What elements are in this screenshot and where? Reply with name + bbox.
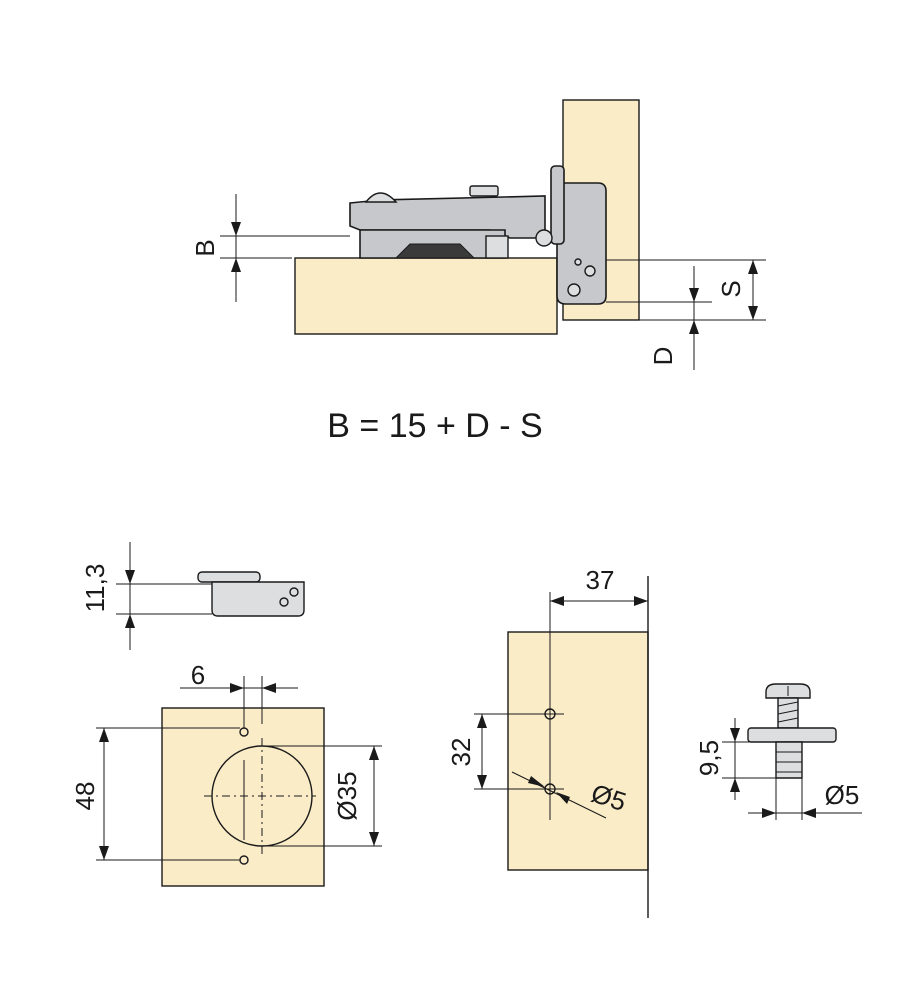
offset-label: 6 [191,660,205,690]
screw-diameter-arrow-left [762,808,776,818]
plate-drilling-pattern: 37 32 Ø5 [446,565,649,918]
plate-screw-hole-1 [584,265,596,277]
plate-side-view: 11,3 [80,542,305,650]
s-label: S [716,280,746,297]
screw-diameter-arrow-right [802,808,816,818]
s-arrow-bottom [748,306,758,320]
screw-detail: 9,5 Ø5 [694,683,862,820]
height-arrow-top [125,570,135,584]
screw-diameter-label: Ø5 [825,780,860,810]
thread-2 [777,709,799,715]
diameter-arrow-top [369,746,379,760]
plate-screw-hole-2 [567,283,581,297]
hinge-cup-inner [394,243,476,259]
adjust-screw-top [364,192,398,203]
cup-drilling-pattern: 6 48 Ø35 [70,660,382,887]
diameter-arrow-bottom [369,832,379,846]
s-arrow-top [748,260,758,274]
plate-section [747,727,837,743]
d-arrow-bottom [689,320,699,334]
spacing-arrow-top [99,728,109,742]
hinge-knuckle [535,229,553,247]
hole-spacing-label: 32 [446,738,476,767]
diameter-label: Ø35 [332,771,362,820]
screw-length-label: 9,5 [694,740,724,776]
b-label: B [190,239,220,256]
dowel-body [775,741,803,779]
edge-arrow-right [634,596,648,606]
hole-leader-arrow-b [556,792,570,804]
hinge-installed-view: B S D [190,99,766,370]
height-arrow-bottom [125,614,135,628]
edge-label: 37 [586,565,615,595]
offset-arrow-left [230,683,244,693]
spacing-label: 48 [70,782,100,811]
thread-1 [777,701,799,707]
spacing-arrow-bottom [99,846,109,860]
screw-length-arrow-top [730,728,740,742]
door-panel [294,257,558,335]
overlay-formula: B = 15 + D - S [327,407,542,445]
plate-side-hole-1 [289,587,299,597]
screw-length-arrow-bottom [730,778,740,792]
edge-arrow-left [550,596,564,606]
b-arrow-top [231,222,241,236]
mounting-plate-flange [550,165,565,245]
height-label: 11,3 [80,564,110,613]
cup-drilling-panel [161,707,325,887]
b-arrow-bottom [231,258,241,272]
hinge-cup-block [485,235,509,259]
thread-3 [777,717,799,723]
adjust-screw-cam [469,185,499,197]
hole-spacing-arrow-top [477,714,487,728]
plate-drilling-panel [507,631,649,871]
plate-side-body [211,581,305,617]
plate-top-tab [197,571,261,583]
d-label: D [648,347,678,366]
hole-spacing-arrow-bottom [477,775,487,789]
hole-leader-arrow-a [528,776,545,787]
plate-side-hole-2 [279,597,289,607]
plate-screw-hole-3 [574,258,582,266]
d-arrow-top [689,288,699,302]
offset-arrow-right [262,683,276,693]
hinge-arm [349,195,546,239]
